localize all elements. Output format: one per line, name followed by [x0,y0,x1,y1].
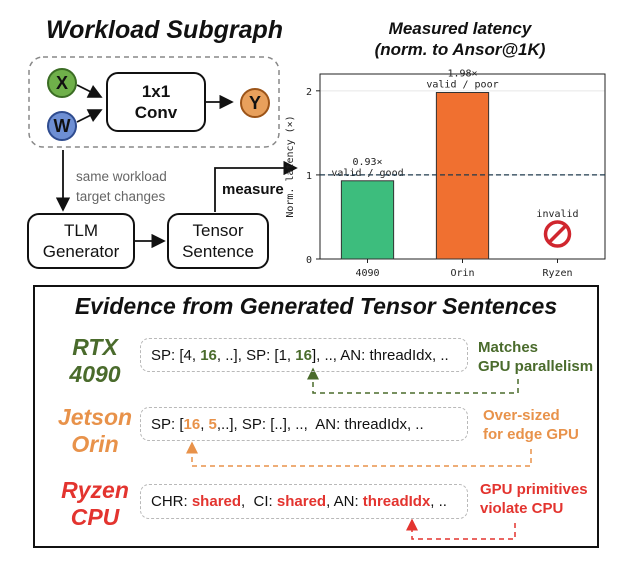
x-tick-label: Ryzen [542,268,572,279]
sentence-text: CHR: [151,493,192,510]
bar-4090 [340,180,395,260]
sentence-text: , ..], SP: [1, [216,346,296,364]
note-rtx-line2: GPU parallelism [478,358,594,375]
highlight-token: 5 [208,415,217,433]
tlm-generator-box: TLM Generator [27,213,135,269]
note-rtx: Matches GPU parallelism [478,338,593,376]
conv-label-2: Conv [134,103,178,122]
sentence-text: SP: [ [151,415,184,433]
highlight-token: 16 [183,415,201,433]
input-x-node: X [47,68,77,98]
highlight-token: shared [191,493,242,510]
bar-status-label: valid / poor [426,80,498,91]
tlm-label-1: TLM [64,221,98,240]
sentence-text: , [200,415,209,433]
input-w-node: W [47,111,77,141]
bar-Orin [435,92,490,260]
bar-status-label: valid / good [331,168,403,179]
note-rtx-line1: Matches [478,339,539,356]
x-tick-label: Orin [450,268,474,279]
output-y-node: Y [240,88,270,118]
evidence-panel [33,285,599,548]
y-tick-label: 0 [306,255,312,266]
conv-box: 1x1 Conv [106,72,206,132]
highlight-token: 16 [295,346,312,364]
evidence-title: Evidence from Generated Tensor Sentences [74,293,558,319]
chart-title-2: (norm. to Ansor@1K) [374,40,546,59]
workload-arrows [28,56,298,249]
bar-value-label: 1.98× [447,69,477,80]
ryzen-pointer-line [406,518,516,540]
workload-change-note: same workload target changes [76,167,167,207]
sentence-text: , CI: [241,493,277,510]
sentence-text: ], .., AN: threadIdx, .. [311,346,449,364]
highlight-token: threadIdx [362,493,431,510]
device-rtx-line2: 4090 [69,361,121,387]
note-ryzen-line1: GPU primitives [480,481,588,498]
conv-label-1: 1x1 [141,82,171,101]
sentence-text: , AN: [326,493,363,510]
tensor-label-2: Sentence [182,242,254,261]
bar-status-label: invalid [536,209,578,220]
note-ryzen-line2: violate CPU [480,500,564,517]
invalid-icon [543,220,572,248]
measure-label: measure [222,181,284,198]
sentence-text: SP: [4, [151,346,201,364]
sentence-text: , .. [430,493,447,510]
tensor-sentence-orin: SP: [16, 5,..], SP: [..], .., AN: thread… [140,407,468,441]
bar-value-label: 0.93× [352,157,382,168]
device-rtx-line1: RTX [72,334,118,360]
device-ryzen-line1: Ryzen [61,477,129,503]
workload-change-note-2: target changes [76,189,166,204]
note-ryzen: GPU primitives violate CPU [480,480,588,518]
tlm-label-2: Generator [42,242,120,261]
chart-title-1: Measured latency [388,19,532,38]
device-orin-line1: Jetson [57,404,133,430]
highlight-token: shared [276,493,327,510]
tensor-sentence-ryzen: CHR: shared, CI: shared, AN: threadIdx, … [140,484,468,519]
y-tick-label: 2 [306,87,312,98]
tensor-sentence-rtx: SP: [4, 16, ..], SP: [1, 16], .., AN: th… [140,338,468,372]
sentence-text: ,..], SP: [..], .., AN: threadIdx, .. [216,415,424,433]
note-orin-line2: for edge GPU [483,426,579,443]
device-label-ryzen: Ryzen CPU [40,477,150,531]
workload-title: Workload Subgraph [46,16,284,44]
device-ryzen-line2: CPU [70,504,120,530]
highlight-token: 16 [200,346,217,364]
note-orin-line1: Over-sized [483,407,560,424]
device-orin-line2: Orin [71,431,119,457]
y-axis-label: Norm. latency (×) [285,115,296,217]
workload-change-note-1: same workload [76,169,167,184]
tensor-sentence-box: Tensor Sentence [167,213,269,269]
note-orin: Over-sized for edge GPU [483,406,579,444]
y-tick-label: 1 [306,171,312,182]
orin-pointer-line [186,441,532,467]
x-tick-label: 4090 [355,268,379,279]
chart-title: Measured latency (norm. to Ansor@1K) [340,18,580,60]
workload-dashed-frame [28,56,280,148]
tensor-label-1: Tensor [192,221,244,240]
device-label-rtx: RTX 4090 [40,334,150,388]
device-label-orin: Jetson Orin [40,404,150,458]
